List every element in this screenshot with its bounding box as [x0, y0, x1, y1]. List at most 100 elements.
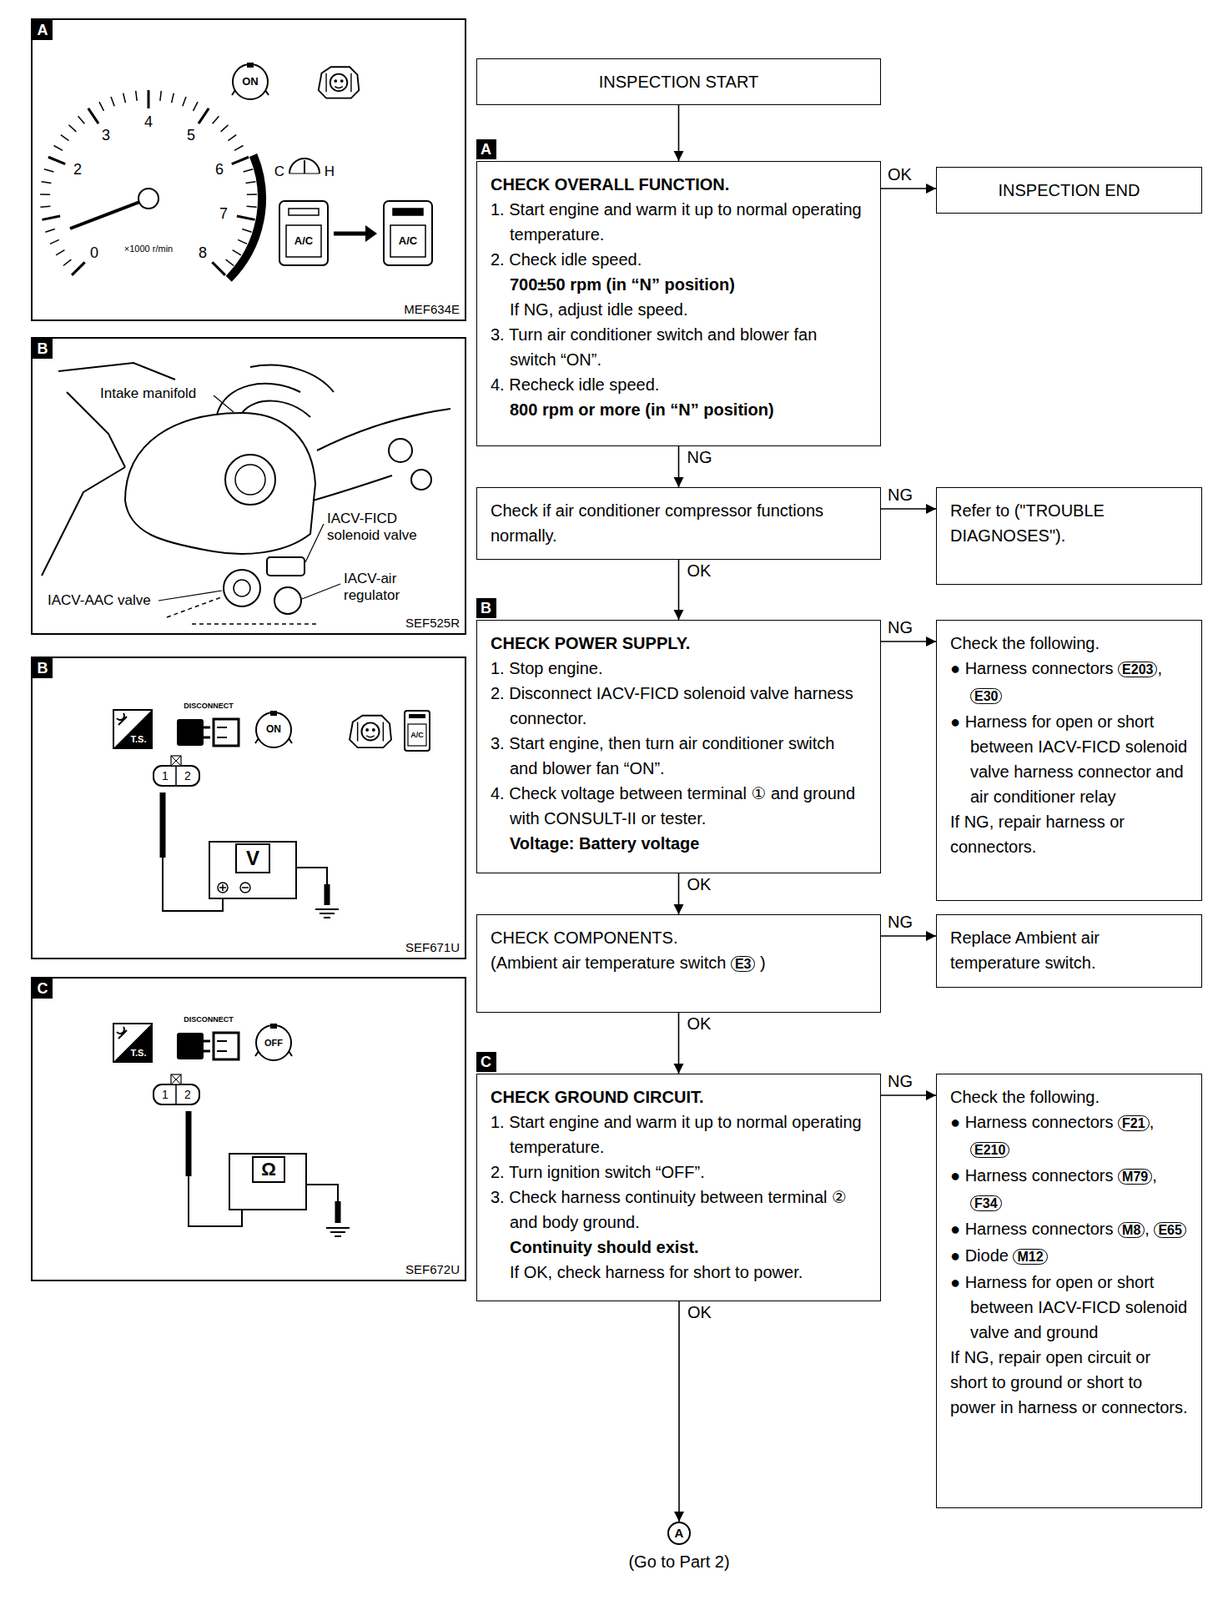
figure-code: SEF671U [405, 940, 460, 956]
branch-label: OK [885, 165, 914, 184]
tach-tick [48, 156, 66, 164]
action-box: Check the following.● Harness connectors… [936, 619, 1203, 901]
tach-tick [198, 108, 209, 124]
figure-label: 1 [161, 769, 169, 783]
flow-arrow [678, 1301, 680, 1522]
connector-code: E3 [730, 956, 756, 972]
illustration-path [228, 155, 262, 279]
figure-label: IACV-air regulator [343, 570, 454, 604]
step-text: 800 rpm or more (in “N” position) [490, 397, 867, 423]
figure-label: A/C [398, 235, 418, 248]
connector-code: F34 [970, 1195, 1002, 1212]
illustration-path [125, 412, 316, 554]
tach-tick [41, 216, 61, 220]
illustration-rect [153, 1084, 200, 1105]
illustration-circle [411, 469, 432, 490]
step-text: Replace Ambient air temperature switch. [950, 925, 1188, 976]
flow-arrow [880, 1094, 937, 1097]
illustration-circle [225, 454, 276, 505]
step-text: Refer to ("TROUBLE DIAGNOSES"). [950, 498, 1188, 549]
terminal-label: INSPECTION END [997, 177, 1140, 203]
illustration-rect [266, 557, 305, 576]
tach-tick [234, 145, 243, 151]
illustration-use [113, 709, 152, 749]
tach-tick [160, 90, 162, 101]
illustration-rect [171, 1074, 182, 1085]
illustration-polygon [365, 225, 378, 242]
illustration-use [318, 66, 360, 98]
illustration-path [289, 158, 320, 174]
step-text: ● Diode M12 [950, 1243, 1188, 1270]
action-box: Check the following.● Harness connectors… [936, 1073, 1203, 1509]
step-text: 3. Check harness continuity between term… [490, 1184, 867, 1235]
figure-label: 0 [90, 244, 99, 262]
illustration-circle [235, 464, 266, 495]
connector-code: M12 [1012, 1248, 1047, 1265]
tach-tick [88, 108, 99, 124]
figure-label: Ω [261, 1158, 277, 1180]
step-text: ● Harness connectors F21, E210 [950, 1109, 1188, 1163]
tach-tick [221, 125, 229, 132]
flow-arrow [678, 559, 680, 620]
illustration-line [289, 173, 320, 175]
figure-label: V [246, 846, 260, 871]
step-text: Check the following. [950, 630, 1188, 656]
tach-tick [60, 135, 70, 141]
illustration-rect [252, 1157, 285, 1183]
tach-tick [243, 169, 254, 172]
process-box: ACHECK OVERALL FUNCTION.1. Start engine … [476, 161, 881, 447]
illustration-line [324, 884, 331, 906]
figure-label: 2 [184, 1087, 192, 1102]
flow-arrow [880, 187, 937, 190]
panel-tag: A [32, 20, 53, 41]
branch-label: OK [685, 561, 714, 580]
tach-tick [246, 193, 257, 196]
branch-label: NG [685, 447, 715, 467]
step-text: 2. Disconnect IACV-FICD solenoid valve h… [490, 680, 867, 731]
figure-label: T.S. [130, 1047, 147, 1059]
flow-arrow [678, 446, 680, 488]
flow-arrow [880, 508, 937, 510]
decision-box: Check if air conditioner compressor func… [476, 487, 881, 560]
illustration-use [176, 719, 239, 746]
illustration-rect [209, 841, 297, 899]
illustration-use [231, 62, 269, 100]
illustration-line [333, 231, 368, 237]
illustration-rect [236, 844, 270, 873]
illustration-line [186, 1111, 192, 1177]
figure-label: 1 [161, 1087, 169, 1102]
step-text: CHECK COMPONENTS. [490, 925, 867, 951]
step-text: Check the following. [950, 1084, 1188, 1110]
branch-label: NG [885, 1071, 915, 1091]
step-text: 1. Stop engine. [490, 655, 867, 681]
illustration-circle [388, 438, 413, 463]
illustration-path [219, 884, 227, 891]
tach-tick [231, 156, 249, 164]
step-text: 1. Start engine and warm it up to normal… [490, 1109, 867, 1160]
illustration-use [255, 710, 292, 748]
step-tag: A [476, 139, 497, 160]
illustration-rect [279, 201, 328, 266]
figure-label: IACV-FICD solenoid valve [327, 510, 454, 544]
panel-tag: B [32, 658, 53, 679]
figure-panel: B SEF671U [30, 656, 467, 960]
illustration-path [306, 1184, 338, 1202]
step-heading: CHECK POWER SUPPLY. [490, 630, 867, 656]
connector-code: E210 [970, 1142, 1010, 1158]
tach-tick [55, 250, 65, 256]
figure-code: MEF634E [403, 301, 460, 318]
illustration-rect [286, 225, 322, 257]
step-text: ● Harness for open or short between IACV… [950, 1269, 1188, 1345]
step-text: 4. Check voltage between terminal ① and … [490, 780, 867, 831]
illustration-line [70, 198, 149, 229]
connector-letter: A [669, 1523, 690, 1544]
illustration-circle [217, 882, 228, 893]
figure-label: 2 [73, 161, 82, 179]
tach-tick [99, 101, 104, 111]
figure-panel: A MEF634E [30, 18, 467, 322]
figure-label: 6 [215, 161, 224, 179]
step-text: 1. Start engine and warm it up to normal… [490, 196, 867, 247]
illustration-path [158, 395, 341, 601]
figure-label: 2 [184, 769, 192, 783]
connector-code: M79 [1117, 1168, 1153, 1185]
